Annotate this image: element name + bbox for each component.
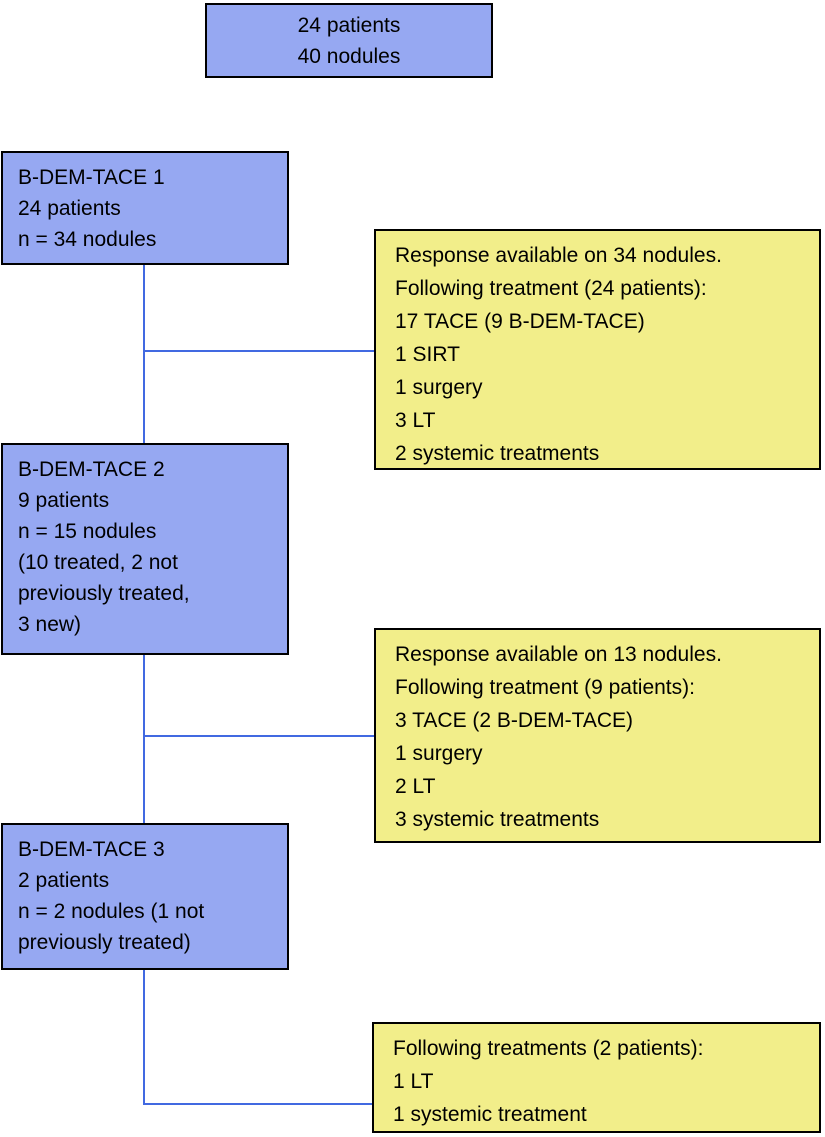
node-line: 9 patients — [18, 489, 110, 512]
node-title: B-DEM-TACE 3 — [18, 838, 165, 861]
node-outcome-after-tace1: Response available on 34 nodules. Follow… — [374, 229, 821, 470]
node-line: Response available on 34 nodules. — [395, 244, 722, 267]
node-line: 1 systemic treatment — [393, 1103, 587, 1126]
connector-stage3-down — [143, 970, 145, 1105]
node-line: (10 treated, 2 not — [18, 551, 178, 574]
node-line: 24 patients — [297, 13, 401, 37]
node-line: 24 patients — [18, 197, 121, 220]
node-line: 1 SIRT — [395, 343, 460, 366]
connector-branch-to-outcome1 — [143, 350, 374, 352]
connector-branch-to-outcome2 — [143, 735, 374, 737]
node-line: 17 TACE (9 B-DEM-TACE) — [395, 310, 645, 333]
node-line: Following treatment (24 patients): — [395, 277, 707, 300]
node-cohort: 24 patients 40 nodules — [205, 3, 493, 78]
node-line: 3 LT — [395, 409, 436, 432]
node-line: 3 new) — [18, 613, 82, 636]
node-line: 3 TACE (2 B-DEM-TACE) — [395, 709, 634, 732]
node-title: B-DEM-TACE 2 — [18, 458, 165, 481]
node-line: n = 2 nodules (1 not — [18, 900, 205, 923]
node-b-dem-tace-3: B-DEM-TACE 3 2 patients n = 2 nodules (1… — [1, 823, 289, 970]
node-line: 1 LT — [393, 1070, 434, 1093]
node-line: 3 systemic treatments — [395, 808, 600, 831]
node-title: B-DEM-TACE 1 — [18, 166, 165, 189]
node-outcome-after-tace3: Following treatments (2 patients): 1 LT … — [372, 1022, 821, 1133]
node-line: 2 LT — [395, 775, 436, 798]
node-line: 40 nodules — [297, 44, 401, 68]
node-line: previously treated, — [18, 582, 190, 605]
connector-branch-to-outcome3 — [143, 1103, 372, 1105]
node-line: Response available on 13 nodules. — [395, 643, 722, 666]
node-outcome-after-tace2: Response available on 13 nodules. Follow… — [374, 628, 821, 843]
node-line: n = 15 nodules — [18, 520, 157, 543]
node-line: 2 patients — [18, 869, 110, 892]
node-line: 1 surgery — [395, 742, 483, 765]
node-line: 2 systemic treatments — [395, 442, 600, 465]
node-line: 1 surgery — [395, 376, 483, 399]
node-line: Following treatment (9 patients): — [395, 676, 695, 699]
node-line: previously treated) — [18, 931, 191, 954]
node-line: n = 34 nodules — [18, 228, 157, 251]
node-line: Following treatments (2 patients): — [393, 1037, 704, 1060]
node-b-dem-tace-2: B-DEM-TACE 2 9 patients n = 15 nodules (… — [1, 443, 289, 655]
connector-stage1-to-stage2 — [143, 265, 145, 443]
node-b-dem-tace-1: B-DEM-TACE 1 24 patients n = 34 nodules — [1, 151, 289, 265]
connector-stage2-to-stage3 — [143, 655, 145, 823]
